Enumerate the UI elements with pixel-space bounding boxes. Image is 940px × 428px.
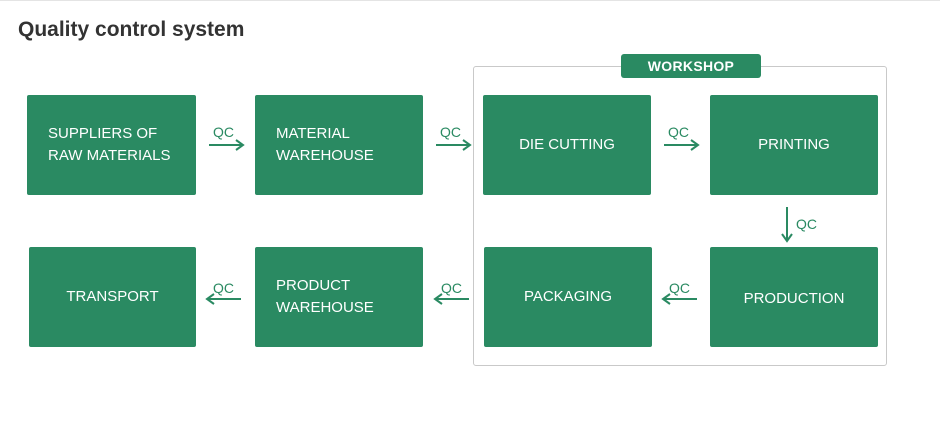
step-die-cutting-label: DIE CUTTING — [519, 136, 615, 153]
arrow-right-icon — [436, 139, 472, 151]
qc-label-4: QC — [796, 216, 817, 232]
step-printing-label: PRINTING — [758, 136, 830, 153]
step-transport: TRANSPORT — [29, 247, 196, 347]
step-printing: PRINTING — [710, 95, 878, 195]
step-production: PRODUCTION — [710, 247, 878, 347]
step-packaging-label: PACKAGING — [523, 288, 613, 305]
qc-label-6: QC — [441, 280, 462, 296]
qc-label-7: QC — [213, 280, 234, 296]
qc-label-3: QC — [668, 124, 689, 140]
step-product-warehouse-line1: PRODUCT — [276, 277, 351, 294]
step-production-label: PRODUCTION — [743, 290, 845, 307]
qc-label-2: QC — [440, 124, 461, 140]
qc-label-5: QC — [669, 280, 690, 296]
step-material-warehouse-line2: WAREHOUSE — [276, 147, 374, 164]
step-packaging: PACKAGING — [484, 247, 652, 347]
arrow-left-icon — [205, 293, 241, 305]
step-material-warehouse-line1: MATERIAL — [276, 125, 350, 142]
arrow-right-icon — [664, 139, 700, 151]
arrow-left-icon — [661, 293, 697, 305]
arrow-right-icon — [209, 139, 245, 151]
page-title: Quality control system — [18, 18, 245, 41]
step-material-warehouse: MATERIAL WAREHOUSE — [255, 95, 423, 195]
top-divider — [0, 0, 940, 1]
workshop-label: WORKSHOP — [621, 54, 761, 78]
arrow-left-icon — [433, 293, 469, 305]
step-transport-label: TRANSPORT — [66, 288, 159, 305]
step-die-cutting: DIE CUTTING — [483, 95, 651, 195]
qc-label-1: QC — [213, 124, 234, 140]
step-suppliers-line2: RAW MATERIALS — [48, 147, 171, 164]
step-suppliers-line1: SUPPLIERS OF — [48, 125, 158, 142]
step-product-warehouse-line2: WAREHOUSE — [276, 299, 374, 316]
arrow-down-icon — [781, 207, 793, 243]
step-suppliers: SUPPLIERS OF RAW MATERIALS — [27, 95, 196, 195]
step-product-warehouse: PRODUCT WAREHOUSE — [255, 247, 423, 347]
